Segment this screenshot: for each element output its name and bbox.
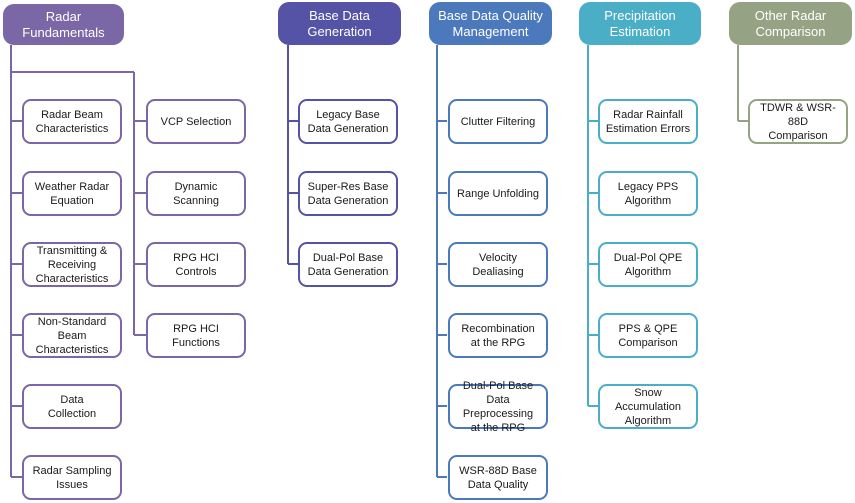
node-clutter-filtering[interactable]: Clutter Filtering <box>448 99 548 144</box>
node-recombination-at-rpg[interactable]: Recombination at the RPG <box>448 313 548 358</box>
node-pps-qpe-comparison[interactable]: PPS & QPE Comparison <box>598 313 698 358</box>
node-super-res-base-data-generation[interactable]: Super-Res Base Data Generation <box>298 171 398 216</box>
node-data-collection[interactable]: Data Collection <box>22 384 122 429</box>
node-radar-beam-characteristics[interactable]: Radar Beam Characteristics <box>22 99 122 144</box>
header-base-data-generation[interactable]: Base Data Generation <box>278 2 401 45</box>
node-velocity-dealiasing[interactable]: Velocity Dealiasing <box>448 242 548 287</box>
header-other-radar-comparison[interactable]: Other Radar Comparison <box>729 2 852 45</box>
node-snow-accumulation-algorithm[interactable]: Snow Accumulation Algorithm <box>598 384 698 429</box>
node-weather-radar-equation[interactable]: Weather Radar Equation <box>22 171 122 216</box>
node-non-standard-beam[interactable]: Non-Standard Beam Characteristics <box>22 313 122 358</box>
header-radar-fundamentals[interactable]: Radar Fundamentals <box>3 4 124 45</box>
node-dynamic-scanning[interactable]: Dynamic Scanning <box>146 171 246 216</box>
node-range-unfolding[interactable]: Range Unfolding <box>448 171 548 216</box>
node-radar-sampling-issues[interactable]: Radar Sampling Issues <box>22 455 122 500</box>
node-legacy-pps-algorithm[interactable]: Legacy PPS Algorithm <box>598 171 698 216</box>
header-precipitation-estimation[interactable]: Precipitation Estimation <box>579 2 701 45</box>
node-dual-pol-base-data-generation[interactable]: Dual-Pol Base Data Generation <box>298 242 398 287</box>
node-rpg-hci-controls[interactable]: RPG HCI Controls <box>146 242 246 287</box>
node-tdwr-wsr-88d-comparison[interactable]: TDWR & WSR-88D Comparison <box>748 99 848 144</box>
node-dual-pol-preprocessing[interactable]: Dual-Pol Base Data Preprocessing at the … <box>448 380 548 434</box>
header-base-data-quality[interactable]: Base Data Quality Management <box>429 2 552 45</box>
node-legacy-base-data-generation[interactable]: Legacy Base Data Generation <box>298 99 398 144</box>
node-transmitting-receiving[interactable]: Transmitting & Receiving Characteristics <box>22 242 122 287</box>
node-vcp-selection[interactable]: VCP Selection <box>146 99 246 144</box>
node-wsr-88d-base-data-quality[interactable]: WSR-88D Base Data Quality <box>448 455 548 500</box>
node-radar-rainfall-errors[interactable]: Radar Rainfall Estimation Errors <box>598 99 698 144</box>
node-rpg-hci-functions[interactable]: RPG HCI Functions <box>146 313 246 358</box>
node-dual-pol-qpe-algorithm[interactable]: Dual-Pol QPE Algorithm <box>598 242 698 287</box>
